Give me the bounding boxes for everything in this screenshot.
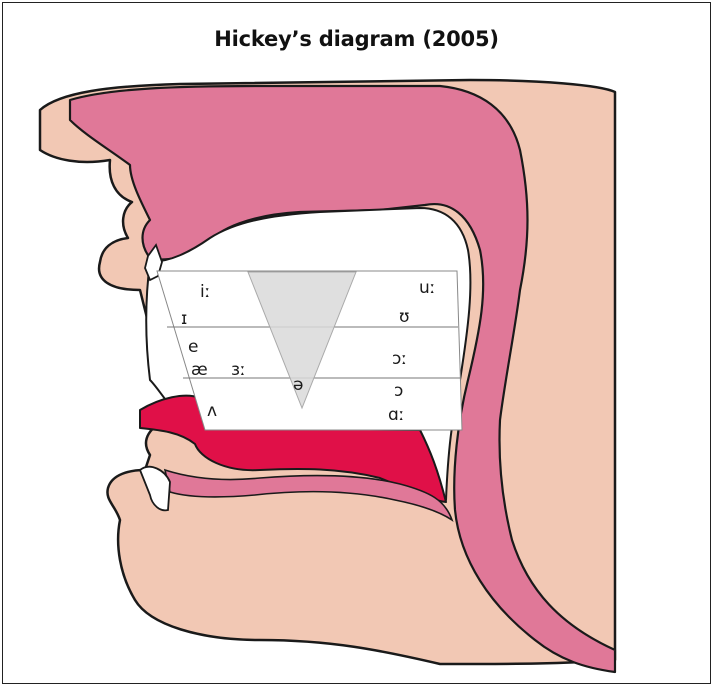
vowel-i-long: iː bbox=[200, 282, 210, 302]
vowel-o-short: ɔ bbox=[394, 381, 403, 401]
vowel-u-short: ʊ bbox=[399, 307, 410, 327]
vowel-wedge: ʌ bbox=[207, 401, 217, 421]
vowel-e: e bbox=[188, 337, 198, 357]
vowel-schwa: ə bbox=[293, 375, 303, 395]
vowel-o-long: ɔː bbox=[392, 349, 407, 369]
vowel-ae: æ bbox=[191, 360, 208, 380]
vowel-er-long: ɜː bbox=[231, 360, 246, 380]
vowel-i-short: ɪ bbox=[181, 309, 187, 329]
vowel-a-long: ɑː bbox=[388, 405, 405, 425]
vowel-u-long: uː bbox=[419, 278, 436, 298]
